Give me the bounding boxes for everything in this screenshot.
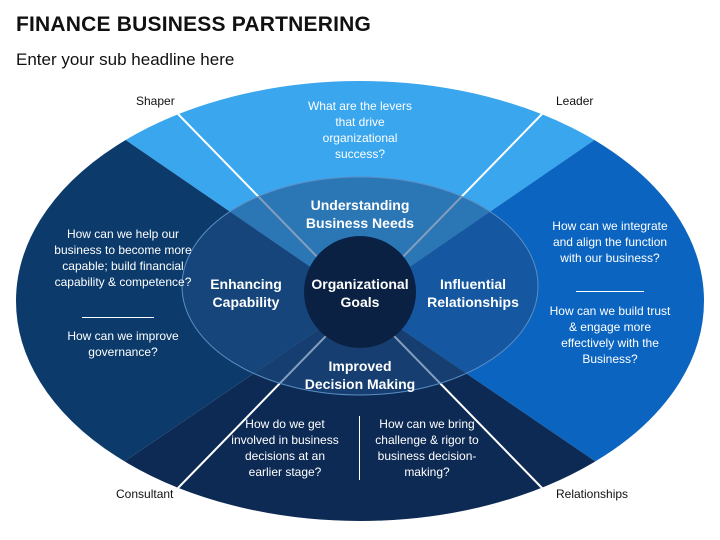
top-label-line2: Business Needs (305, 215, 415, 231)
right-question-1: How can we integrate and align the funct… (552, 219, 668, 265)
right-label: Influential Relationships (418, 275, 528, 311)
center-label: Organizational Goals (300, 275, 420, 311)
bottom-label: Improved Decision Making (280, 357, 440, 393)
bottom-question-2: How can we bring challenge & rigor to bu… (375, 417, 479, 479)
outer-ring-outline (14, 79, 706, 523)
page-title: FINANCE BUSINESS PARTNERING (16, 13, 372, 36)
right-question-2: How can we build trust & engage more eff… (549, 304, 671, 366)
left-label-line1: Enhancing (210, 276, 282, 292)
corner-label-relationships: Relationships (556, 487, 629, 501)
left-label-line2: Capability (212, 294, 280, 310)
right-label-line1: Influential (439, 276, 507, 292)
left-label: Enhancing Capability (196, 275, 296, 311)
top-question: What are the levers that drive organizat… (307, 99, 413, 161)
corner-label-consultant: Consultant (116, 487, 174, 501)
left-question-1: How can we help our business to become m… (54, 227, 192, 289)
right-divider (576, 291, 644, 292)
top-label-line1: Understanding (310, 197, 410, 213)
center-circle (304, 236, 416, 348)
left-question-2: How can we improve governance? (67, 329, 179, 359)
bottom-question-1: How do we get involved in business decis… (231, 417, 339, 479)
top-label: Understanding Business Needs (275, 196, 445, 232)
right-label-line2: Relationships (427, 294, 519, 310)
center-label-line2: Goals (340, 294, 380, 310)
center-label-line1: Organizational (311, 276, 409, 292)
corner-label-leader: Leader (556, 94, 594, 108)
bottom-label-line1: Improved (328, 358, 392, 374)
page-subtitle: Enter your sub headline here (16, 50, 235, 69)
bottom-divider (359, 416, 360, 480)
bottom-label-line2: Decision Making (304, 376, 416, 392)
left-divider (82, 317, 154, 318)
corner-label-shaper: Shaper (136, 94, 175, 108)
